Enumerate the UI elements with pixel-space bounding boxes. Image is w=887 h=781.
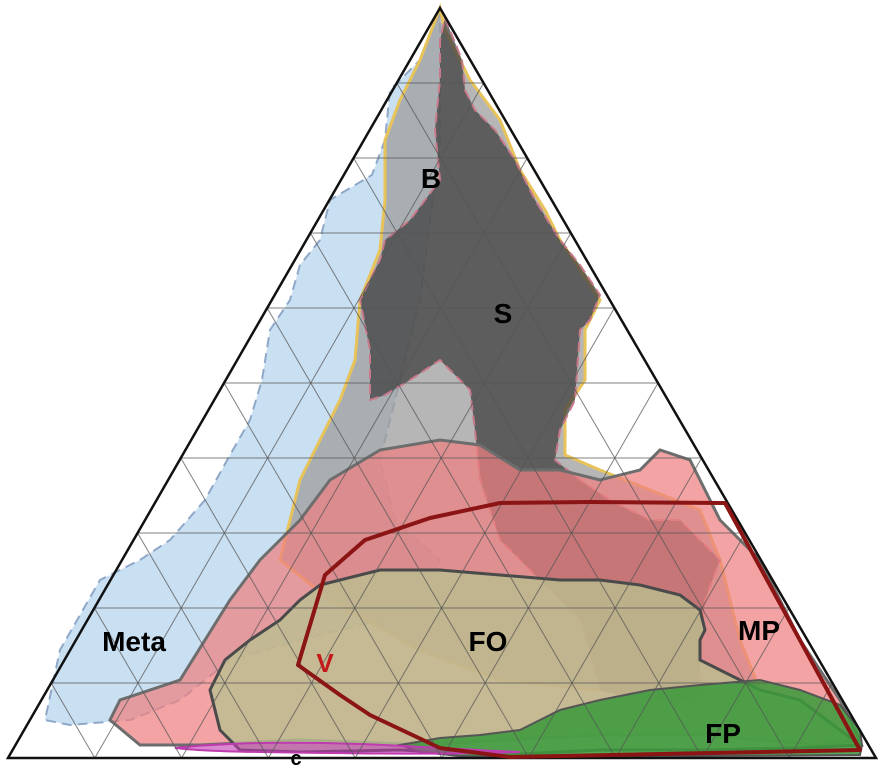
grid-line-right [441, 382, 659, 758]
label-v: V [316, 648, 334, 678]
grid-line-right [94, 82, 485, 758]
label-meta: Meta [102, 626, 166, 657]
label-c: c [290, 748, 301, 770]
grid-line-left [353, 157, 703, 758]
grid-line-right [267, 232, 572, 758]
label-s: S [494, 298, 513, 329]
grid-line-left [50, 682, 96, 758]
grid-line-right [181, 157, 528, 758]
ternary-grid [50, 82, 833, 758]
label-fp: FP [705, 718, 741, 749]
grid-line-left [309, 232, 617, 758]
v-field-outline [296, 500, 862, 759]
grid-line-right [788, 682, 833, 758]
triangle-frame [5, 5, 879, 760]
grid-line-left [396, 82, 790, 758]
label-fo: FO [469, 626, 508, 657]
label-mp: MP [738, 615, 780, 646]
grid-line-left [137, 532, 269, 758]
label-b: B [421, 163, 441, 194]
grid-line-right [615, 532, 746, 758]
